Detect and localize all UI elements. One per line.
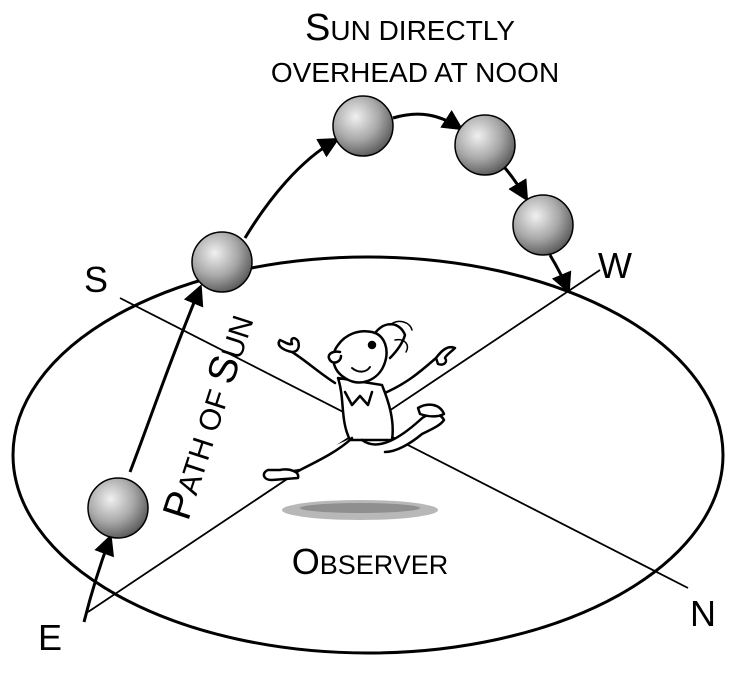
- observer-label: OBSERVER: [292, 541, 449, 582]
- sun-early-afternoon: [454, 114, 516, 176]
- compass-north-label: N: [690, 593, 716, 634]
- arrow-east-to-sun1: [82, 534, 115, 623]
- horizon-ellipse: [11, 255, 725, 655]
- path-of-sun-label: PATH OF SUN: [155, 309, 263, 525]
- compass-west-label: W: [598, 245, 632, 286]
- east-west-line: [87, 269, 601, 613]
- observer-shadow-core: [300, 503, 420, 513]
- arrow-sun5-to-west: [548, 254, 572, 294]
- sun-mid-morning: [191, 231, 253, 293]
- sun-path-arrows: [82, 110, 572, 623]
- arrow-sun3-to-sun4: [392, 110, 464, 131]
- compass-east-label: E: [38, 617, 62, 658]
- sun-noon: [332, 95, 394, 157]
- title-line-1: SUN DIRECTLY: [305, 7, 515, 49]
- arrow-sun2-to-sun3: [243, 137, 340, 239]
- observer-figure: [262, 320, 457, 482]
- arrow-sun1-to-sun2: [128, 284, 204, 473]
- arrow-sun4-to-sun5: [503, 167, 529, 202]
- sun-late-afternoon: [512, 194, 574, 256]
- title-line-2: OVERHEAD AT NOON: [271, 57, 559, 88]
- compass-south-label: S: [84, 259, 108, 300]
- sun-positions: [87, 95, 574, 539]
- sun-morning: [87, 477, 149, 539]
